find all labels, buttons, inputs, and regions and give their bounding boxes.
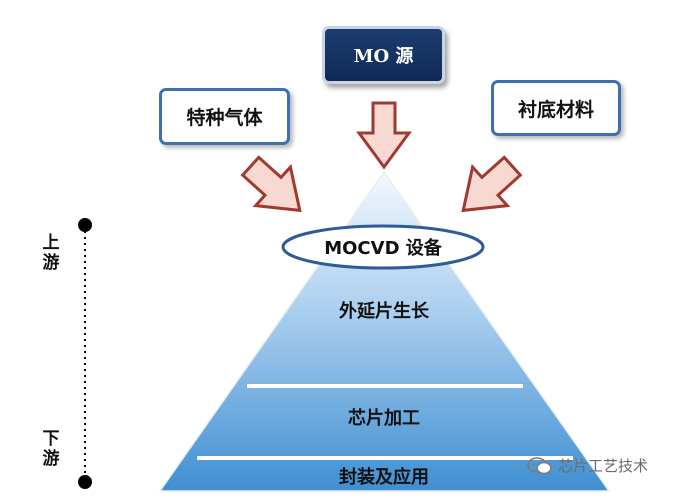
axis-downstream-char-2: 游: [43, 448, 60, 469]
axis-upstream-char-1: 上: [43, 233, 60, 253]
arrow-substrate-diagonal: [461, 155, 523, 213]
tier-label-epitaxy: 外延片生长: [339, 300, 430, 322]
tier-label-packaging: 封装及应用: [339, 466, 429, 488]
arrow-mo-down: [356, 101, 412, 170]
watermark: 芯片工艺技术: [527, 455, 648, 476]
mocvd-label: MOCVD 设备: [324, 237, 443, 259]
arrow-gas-diagonal: [240, 155, 302, 213]
mocvd-ellipse: [281, 224, 485, 270]
watermark-text: 芯片工艺技术: [558, 457, 649, 475]
special-gas-box: 特种气体: [159, 88, 290, 145]
mo-source-box: MO 源: [322, 26, 445, 84]
axis-upstream-char-2: 游: [43, 252, 60, 273]
axis-top-dot: [78, 218, 92, 232]
axis-bottom-dot: [78, 475, 92, 489]
tier-label-chip-processing: 芯片加工: [348, 407, 420, 429]
substrate-material-box: 衬底材料: [491, 80, 621, 136]
pyramid: [158, 170, 611, 492]
axis-downstream-char-1: 下: [43, 429, 60, 449]
wechat-icon: [527, 456, 553, 476]
